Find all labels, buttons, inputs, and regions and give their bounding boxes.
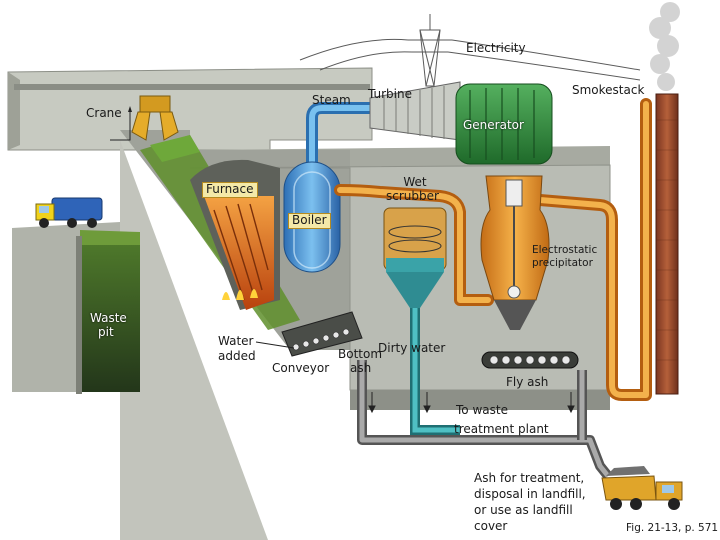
boiler-label: Boiler xyxy=(288,213,331,229)
power-tower-icon xyxy=(299,14,641,87)
waste-pit-label-line2: pit xyxy=(98,325,114,339)
smokestack-label: Smokestack xyxy=(572,83,645,97)
crane-claw-icon xyxy=(14,84,370,141)
flow-arrows xyxy=(368,392,575,414)
figure-reference: Fig. 21-13, p. 571 xyxy=(626,522,719,534)
wet-scrubber-label-line2: scrubber xyxy=(386,189,439,203)
bottom-ash-label-line1: Bottom xyxy=(338,347,383,361)
dirty-water-label: Dirty water xyxy=(378,341,446,355)
waste-pit-label-line1: Waste xyxy=(90,311,127,325)
ash-disposal-label-line2: disposal in landfill, xyxy=(474,487,586,501)
ash-disposal-label-line4: cover xyxy=(474,519,508,533)
smoke xyxy=(649,2,680,91)
smokestack xyxy=(649,2,680,395)
electrostatic-precipitator xyxy=(480,175,550,330)
turbine xyxy=(369,81,461,141)
waste-pit xyxy=(76,230,140,394)
fly-ash-conveyor xyxy=(481,351,579,369)
garbage-truck-icon xyxy=(35,197,103,228)
steam-pipe xyxy=(306,102,382,181)
turbine-label: Turbine xyxy=(368,87,412,101)
generator-label: Generator xyxy=(463,118,524,132)
conveyor-label: Conveyor xyxy=(272,361,330,375)
water-added-label-line2: added xyxy=(218,349,256,363)
flue-gas-duct xyxy=(334,98,652,401)
bottom-ash-label-line2: ash xyxy=(350,361,372,375)
fly-ash-label: Fly ash xyxy=(506,375,549,389)
wet-scrubber xyxy=(383,207,447,308)
precipitator-label-line1: Electrostatic xyxy=(532,244,598,256)
steam-label: Steam xyxy=(312,93,351,107)
ash-disposal-label-line1: Ash for treatment, xyxy=(474,471,585,485)
ash-pipe xyxy=(357,360,612,480)
ash-disposal-label-line3: or use as landfill xyxy=(474,503,573,517)
dump-truck-icon xyxy=(601,466,683,510)
wet-scrubber-label-line1: Wet xyxy=(403,175,427,189)
electricity-label: Electricity xyxy=(466,41,526,55)
furnace-label: Furnace xyxy=(202,182,258,198)
crane-label: Crane xyxy=(86,106,122,120)
water-added-label-line1: Water xyxy=(218,334,254,348)
waste-treatment-label-line1: To waste xyxy=(456,403,508,417)
waste-treatment-label-line2: treatment plant xyxy=(454,422,549,436)
dirty-water-pipe xyxy=(410,308,460,435)
generator xyxy=(455,83,553,165)
precipitator-label-line2: precipitator xyxy=(532,257,593,269)
